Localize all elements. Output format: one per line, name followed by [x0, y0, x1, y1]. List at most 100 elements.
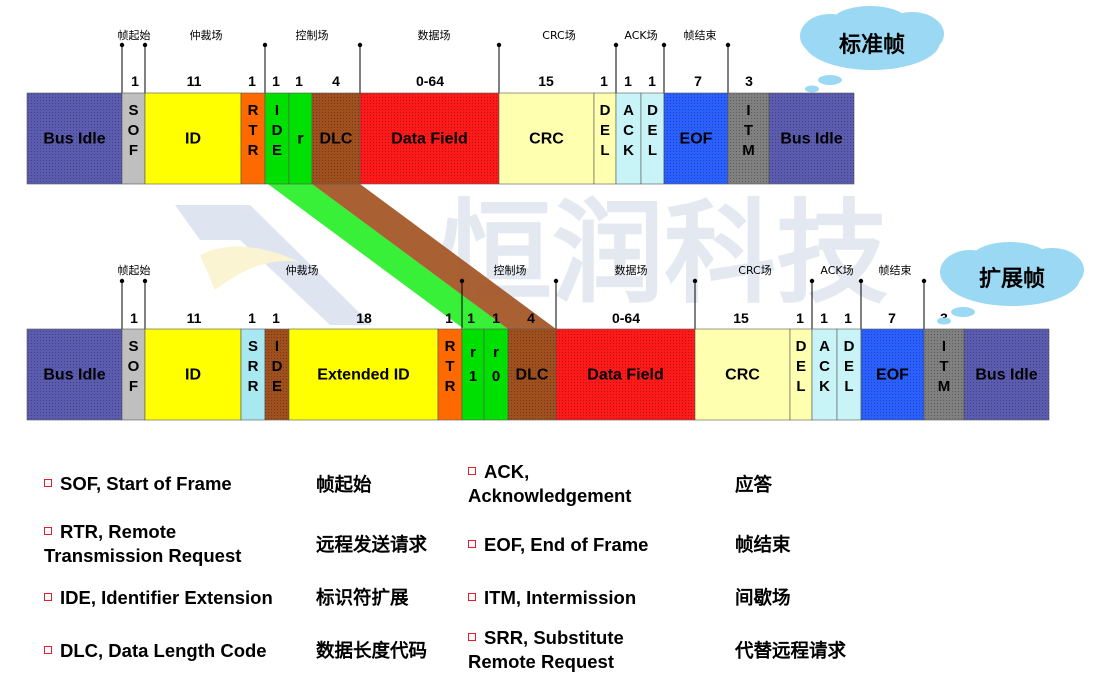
section-marker-dot — [262, 42, 268, 48]
section-marker-dot — [142, 278, 148, 284]
bit-count: 1 — [648, 73, 656, 89]
legend-cn-dlc: 数据长度代码 — [316, 641, 428, 662]
bit-count: 3 — [745, 73, 753, 89]
section-marker-dot — [553, 278, 559, 284]
field-data: Data Field — [359, 92, 500, 185]
watermark: 恒润科技 — [175, 189, 888, 325]
bit-count: 1 — [624, 73, 632, 89]
field-dlc: DLC — [311, 92, 361, 185]
field-crc: CRC — [694, 328, 791, 421]
bit-count: 1 — [844, 310, 852, 326]
section-marker-dot — [613, 42, 619, 48]
field-label: Data Field — [391, 131, 467, 148]
legend-item-itm: ITM, Intermission — [468, 586, 708, 610]
section-marker-dot — [661, 42, 667, 48]
field-id: ID — [144, 328, 242, 421]
legend-item-dlc: DLC, Data Length Code — [44, 639, 304, 663]
section-label: 帧结束 — [879, 263, 912, 277]
ide-connector-ribbon — [268, 184, 508, 329]
bit-count: 1 — [130, 310, 138, 326]
section-marker-dot — [858, 278, 864, 284]
bit-count: 1 — [492, 310, 500, 326]
field-label: DLC — [516, 367, 549, 384]
field-r: r — [288, 92, 313, 185]
section-label: ACK场 — [624, 28, 657, 42]
field-label: r — [297, 131, 303, 148]
bit-count: 0-64 — [416, 73, 444, 89]
bit-count: 1 — [820, 310, 828, 326]
bullet-icon — [44, 527, 52, 535]
legend-item-ide: IDE, Identifier Extension — [44, 586, 304, 610]
bit-count: 15 — [538, 73, 554, 89]
section-marker-dot — [357, 42, 363, 48]
section-label: 仲裁场 — [190, 28, 223, 42]
bit-count: 1 — [796, 310, 804, 326]
section-marker-dot — [809, 278, 815, 284]
section-label: 帧起始 — [118, 28, 151, 42]
bit-count: 1 — [272, 310, 280, 326]
bullet-icon — [468, 633, 476, 641]
section-marker-dot — [725, 42, 731, 48]
field-bus-idle-left: Bus Idle — [26, 328, 123, 421]
bullet-icon — [468, 593, 476, 601]
field-dlc: DLC — [507, 328, 557, 421]
field-bus-idle-right: Bus Idle — [963, 328, 1050, 421]
section-label: 数据场 — [418, 28, 451, 42]
legend-cn-srr: 代替远程请求 — [735, 641, 847, 662]
legend-cn-eof: 帧结束 — [735, 535, 791, 556]
field-label: Bus Idle — [43, 131, 105, 148]
legend-cn-sof: 帧起始 — [316, 475, 372, 496]
field-label: EOF — [680, 131, 713, 148]
watermark-logo — [175, 205, 372, 325]
bit-count: 7 — [694, 73, 702, 89]
section-label: 数据场 — [615, 263, 648, 277]
field-label: CRC — [725, 367, 760, 384]
field-label: Extended ID — [317, 367, 409, 384]
bit-count: 18 — [356, 310, 372, 326]
bit-count: 1 — [131, 73, 139, 89]
watermark-text: 恒润科技 — [440, 189, 888, 319]
section-marker-dot — [142, 42, 148, 48]
bit-count: 11 — [187, 310, 202, 326]
bit-count: 11 — [187, 73, 202, 89]
bit-count: 4 — [527, 310, 535, 326]
section-label: 帧起始 — [118, 263, 151, 277]
section-marker-dot — [921, 278, 927, 284]
legend-cn-itm: 间歇场 — [735, 588, 791, 609]
dlc-connector-ribbon — [312, 184, 556, 329]
field-crc: CRC — [498, 92, 595, 185]
field-label: Data Field — [587, 367, 663, 384]
field-extended-id: Extended ID — [288, 328, 439, 421]
field-eof: EOF — [663, 92, 729, 185]
section-marker-dot — [459, 278, 465, 284]
field-eof: EOF — [860, 328, 925, 421]
bit-count: 7 — [888, 310, 896, 326]
field-label: CRC — [529, 131, 564, 148]
field-bus-idle-left: Bus Idle — [26, 92, 123, 185]
bit-count: 1 — [445, 310, 453, 326]
legend-item-ack: ACK, Acknowledgement — [468, 461, 632, 506]
bullet-icon — [468, 540, 476, 548]
